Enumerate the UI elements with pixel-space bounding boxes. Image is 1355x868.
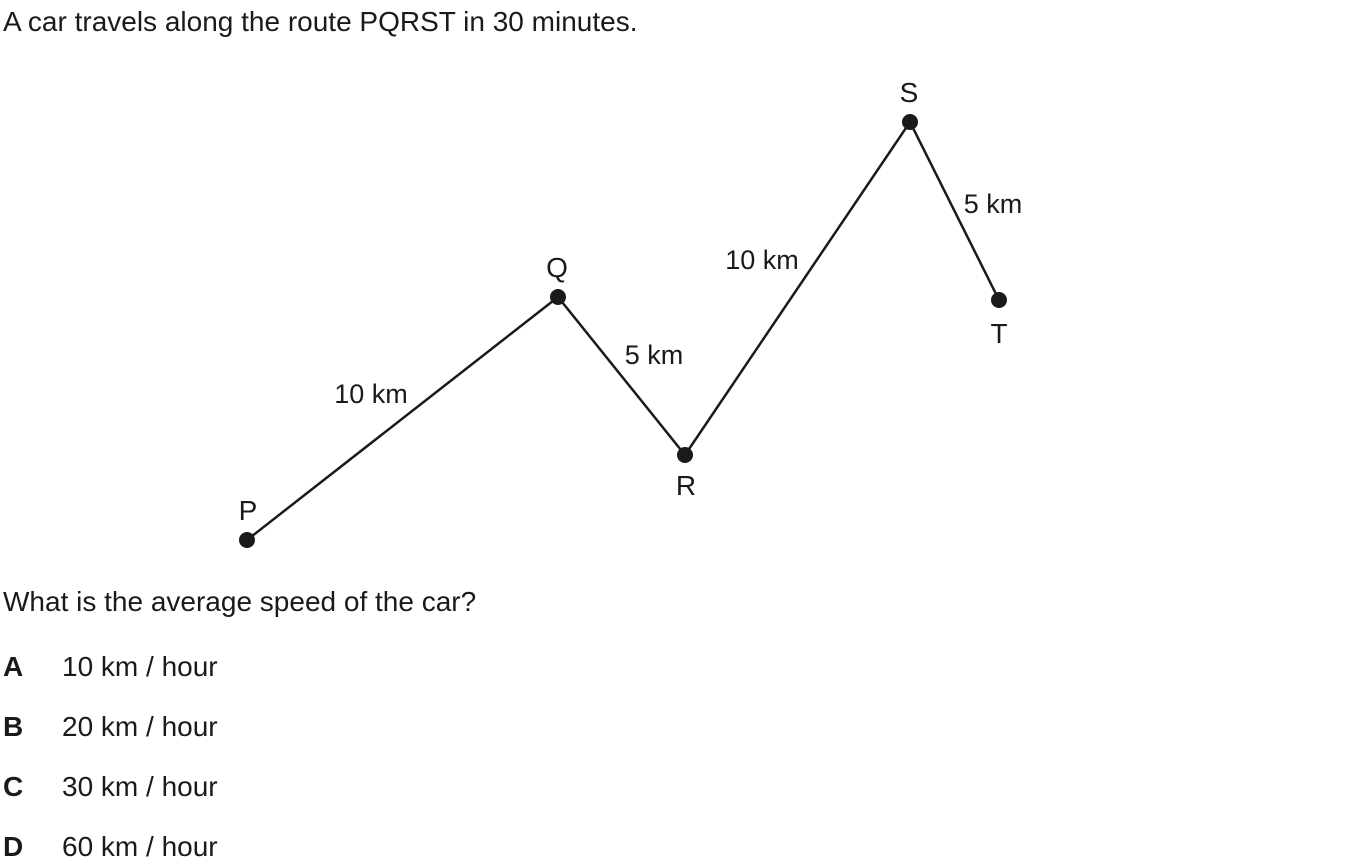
point-t-label: T bbox=[990, 318, 1007, 349]
point-r-dot bbox=[677, 447, 693, 463]
point-p-label: P bbox=[239, 495, 258, 526]
option-letter: A bbox=[3, 651, 24, 682]
point-r-label: R bbox=[676, 470, 696, 501]
segment-rs-length: 10 km bbox=[725, 245, 799, 275]
route-path bbox=[246, 119, 1001, 541]
option-text: 30 km / hour bbox=[62, 771, 218, 802]
option-text: 60 km / hour bbox=[62, 831, 218, 862]
option-letter: B bbox=[3, 711, 24, 742]
option-letter: D bbox=[3, 831, 24, 862]
point-t-dot bbox=[991, 292, 1007, 308]
option-letter: C bbox=[3, 771, 24, 802]
point-q-dot bbox=[550, 289, 566, 305]
option-text: 10 km / hour bbox=[62, 651, 218, 682]
segment-qr-length: 5 km bbox=[625, 340, 684, 370]
point-p-dot bbox=[239, 532, 255, 548]
point-q-label: Q bbox=[546, 252, 568, 283]
question-prompt: What is the average speed of the car? bbox=[3, 586, 477, 617]
segment-pq-length: 10 km bbox=[334, 379, 408, 409]
point-s-dot bbox=[902, 114, 918, 130]
question-intro: A car travels along the route PQRST in 3… bbox=[3, 6, 638, 37]
point-s-label: S bbox=[900, 77, 919, 108]
segment-st-length: 5 km bbox=[964, 189, 1023, 219]
option-text: 20 km / hour bbox=[62, 711, 218, 742]
